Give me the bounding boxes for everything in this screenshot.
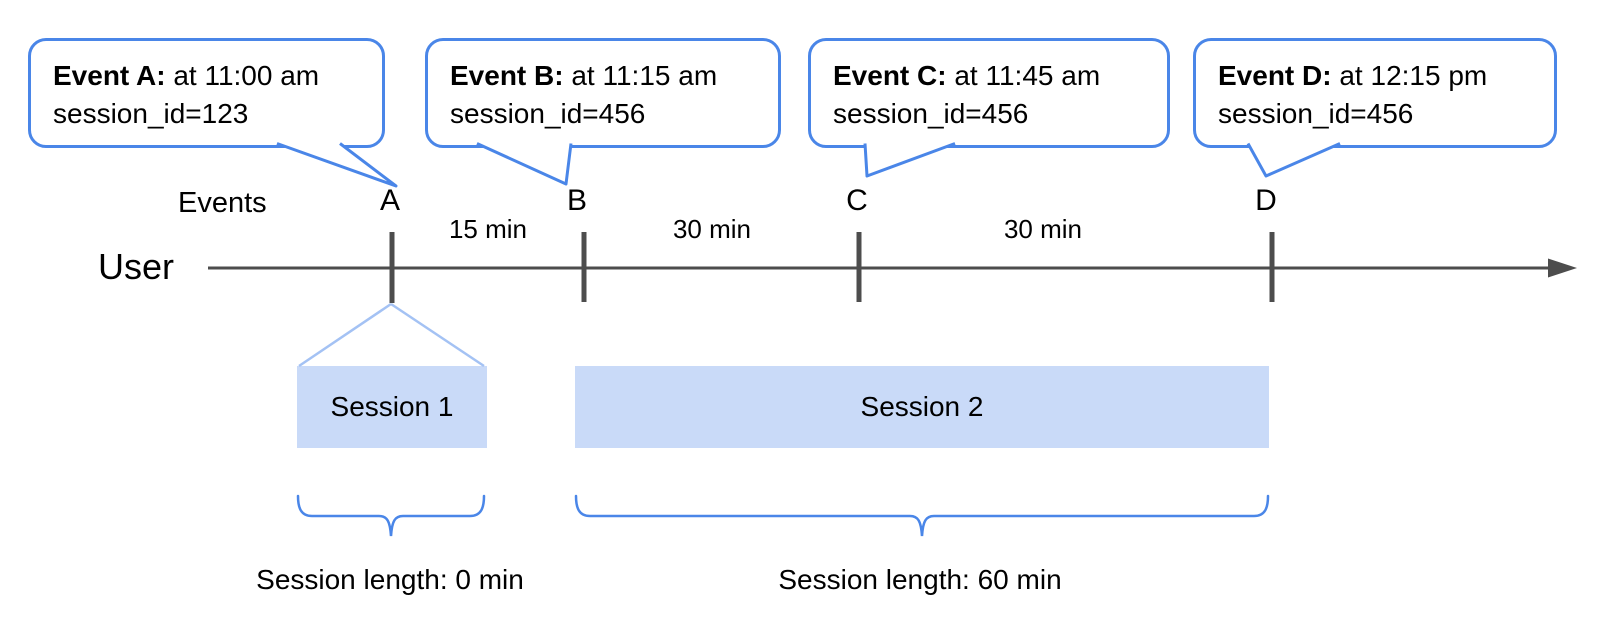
session-2-box: Session 2 [575,366,1269,448]
event-c-time: at 11:45 am [954,60,1101,91]
event-d-session-id: session_id=456 [1218,98,1414,129]
session-2-label: Session 2 [860,391,984,422]
session-1-label: Session 1 [330,391,454,422]
event-b-session-id: session_id=456 [450,98,646,129]
event-c-session-id: session_id=456 [833,98,1029,129]
event-marker-b: B [566,184,588,217]
callout-event-a: Event A: at 11:00 am session_id=123 [28,38,385,148]
session-2-brace [574,494,1270,537]
event-a-time: at 11:00 am [173,60,320,91]
event-marker-c: C [846,184,868,217]
event-b-name: Event B: [450,60,564,91]
event-c-name: Event C: [833,60,947,91]
callout-d-tail [1246,142,1341,178]
event-marker-d: D [1255,184,1277,217]
callout-c-tail [863,142,956,178]
session-1-funnel [298,302,485,368]
events-axis-label: Events [178,187,267,219]
callout-line-1: Event D: at 12:15 pm [1218,57,1554,95]
callout-line-1: Event A: at 11:00 am [53,57,382,95]
interval-c-d: 30 min [1003,214,1083,244]
event-d-name: Event D: [1218,60,1332,91]
event-a-session-id: session_id=123 [53,98,249,129]
callout-line-1: Event B: at 11:15 am [450,57,778,95]
callout-a-tail [276,142,398,188]
interval-a-b: 15 min [448,214,528,244]
session-1-length-label: Session length: 0 min [256,564,524,595]
event-b-time: at 11:15 am [571,60,718,91]
callout-event-c: Event C: at 11:45 am session_id=456 [808,38,1170,148]
callout-event-d: Event D: at 12:15 pm session_id=456 [1193,38,1557,148]
session-1-brace [296,494,486,537]
event-d-time: at 12:15 pm [1339,60,1488,91]
session-1-box: Session 1 [297,366,487,448]
callout-line-1: Event C: at 11:45 am [833,57,1167,95]
interval-b-c: 30 min [672,214,752,244]
callout-b-tail [476,142,573,186]
session-2-length-label: Session length: 60 min [778,564,1062,595]
event-marker-a: A [379,184,401,217]
user-axis-label: User [98,246,175,287]
callout-event-b: Event B: at 11:15 am session_id=456 [425,38,781,148]
timeline-arrowhead-icon [1548,258,1577,278]
event-a-name: Event A: [53,60,166,91]
